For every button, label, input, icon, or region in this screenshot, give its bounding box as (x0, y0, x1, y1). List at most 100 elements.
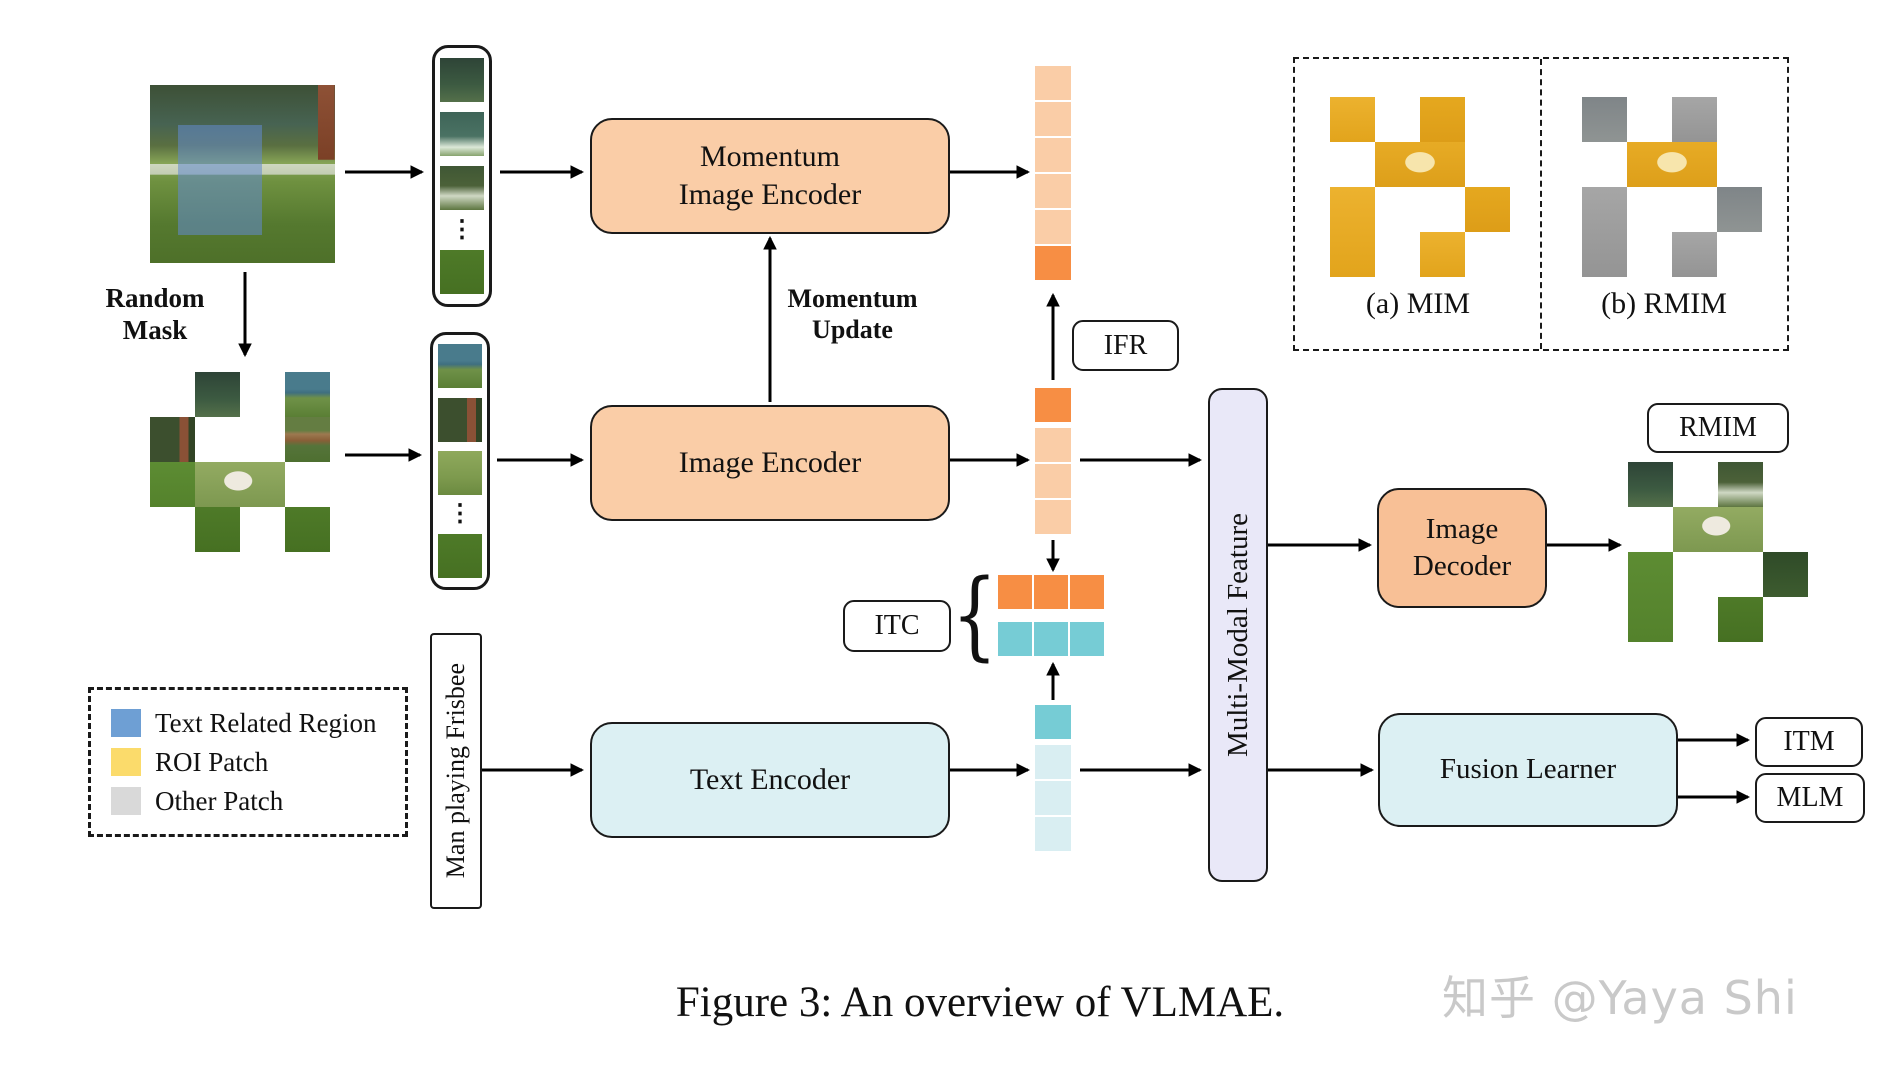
momentum-image-encoder-box: Momentum Image Encoder (590, 118, 950, 234)
feature-square-cls (1035, 705, 1071, 739)
mim-patch (1420, 232, 1465, 277)
feature-square (1035, 102, 1071, 136)
image-encoder-box: Image Encoder (590, 405, 950, 521)
strip-patch (438, 451, 482, 496)
masked-patch-person (195, 462, 285, 507)
rmim-patch (1672, 232, 1717, 277)
watermark: 知乎 @Yaya Shi (1442, 971, 1798, 1025)
rmim-output-image (1628, 462, 1808, 642)
feature-square (1035, 500, 1071, 534)
text-feature-column (1035, 705, 1071, 851)
itc-image-row (998, 575, 1104, 609)
figure-caption: Figure 3: An overview of VLMAE. (675, 979, 1285, 1026)
feature-square (1035, 174, 1071, 208)
ellipsis-glyph: ⋮ (448, 500, 472, 527)
strip-patch (440, 58, 484, 103)
feature-square (998, 622, 1032, 656)
text-input-label: Man playing Frisbee (441, 663, 470, 879)
momentum-update-label: Momentum Update (787, 284, 918, 344)
ellipsis-glyph: ⋮ (450, 216, 474, 243)
multi-modal-feature-label: Multi-Modal Feature (1221, 512, 1254, 758)
strip-patch (438, 344, 482, 389)
rmim-panel-label: (b) RMIM (1601, 287, 1727, 320)
feature-square (1070, 622, 1104, 656)
strip-patch (440, 112, 484, 157)
text-input-box: Man playing Frisbee (430, 633, 482, 909)
masked-patch (195, 372, 240, 417)
mim-panel-label: (a) MIM (1365, 287, 1471, 320)
legend-label: Text Related Region (155, 707, 377, 738)
mim-patch (1330, 187, 1375, 277)
mlm-box: MLM (1755, 773, 1865, 823)
legend-item: Other Patch (111, 786, 405, 817)
output-patch (1763, 552, 1808, 597)
feature-square (1034, 622, 1068, 656)
legend-label: Other Patch (155, 785, 284, 816)
output-patch (1718, 597, 1763, 642)
mim-patch (1330, 97, 1375, 142)
legend-swatch-roi-patch (111, 748, 141, 776)
feature-square (1034, 575, 1068, 609)
legend-swatch-other-patch (111, 787, 141, 815)
rmim-patch (1672, 97, 1717, 142)
mim-patches (1330, 97, 1510, 277)
output-patch (1718, 462, 1763, 507)
fusion-learner-box: Fusion Learner (1378, 713, 1678, 827)
strip-patch (440, 249, 484, 294)
feature-square-cls (1035, 388, 1071, 422)
rmim-patch-roi (1627, 142, 1717, 187)
legend: Text Related Region ROI Patch Other Patc… (88, 687, 408, 837)
output-patch (1628, 462, 1673, 507)
legend-item: Text Related Region (111, 708, 405, 739)
mim-rmim-panel: (a) MIM (b) RMIM (1293, 57, 1789, 351)
patch-strip-full: ⋮ (432, 45, 492, 307)
mim-patch (1465, 187, 1510, 232)
feature-square-cls (1035, 246, 1071, 280)
feature-square (1035, 781, 1071, 815)
feature-square (1035, 428, 1071, 462)
masked-patch (285, 417, 330, 462)
feature-square (1035, 138, 1071, 172)
text-related-region-overlay (178, 125, 262, 235)
strip-patch (440, 166, 484, 211)
legend-label: ROI Patch (155, 746, 269, 777)
masked-patch (285, 372, 330, 417)
output-patch-person (1673, 507, 1763, 552)
rmim-patches (1582, 97, 1762, 277)
source-image (150, 85, 335, 263)
feature-square (998, 575, 1032, 609)
image-decoder-box: Image Decoder (1377, 488, 1547, 608)
feature-square (1070, 575, 1104, 609)
legend-item: ROI Patch (111, 747, 405, 778)
masked-patch (150, 417, 195, 462)
multi-modal-feature-box: Multi-Modal Feature (1208, 388, 1268, 882)
itc-brace: { (951, 559, 998, 671)
masked-patch (285, 507, 330, 552)
rmim-patch (1582, 97, 1627, 142)
rmim-patch (1582, 187, 1627, 277)
feature-square (1035, 66, 1071, 100)
rmim-patch (1717, 187, 1762, 232)
image-feature-column (1035, 388, 1071, 534)
panel-divider (1540, 59, 1542, 349)
masked-image (150, 372, 330, 552)
rmim-box: RMIM (1647, 403, 1789, 453)
mim-patch (1420, 97, 1465, 142)
strip-patch (438, 397, 482, 442)
masked-patch (150, 462, 195, 507)
random-mask-label: Random Mask (105, 283, 205, 345)
output-patch (1628, 552, 1673, 642)
ifr-box: IFR (1072, 320, 1179, 371)
legend-swatch-text-region (111, 709, 141, 737)
feature-square (1035, 745, 1071, 779)
itc-box: ITC (843, 600, 951, 652)
masked-patch (195, 507, 240, 552)
momentum-feature-column (1035, 66, 1071, 280)
itm-box: ITM (1755, 717, 1863, 767)
strip-patch (438, 533, 482, 578)
itc-text-row (998, 622, 1104, 656)
mim-patch-person (1375, 142, 1465, 187)
feature-square (1035, 464, 1071, 498)
feature-square (1035, 210, 1071, 244)
